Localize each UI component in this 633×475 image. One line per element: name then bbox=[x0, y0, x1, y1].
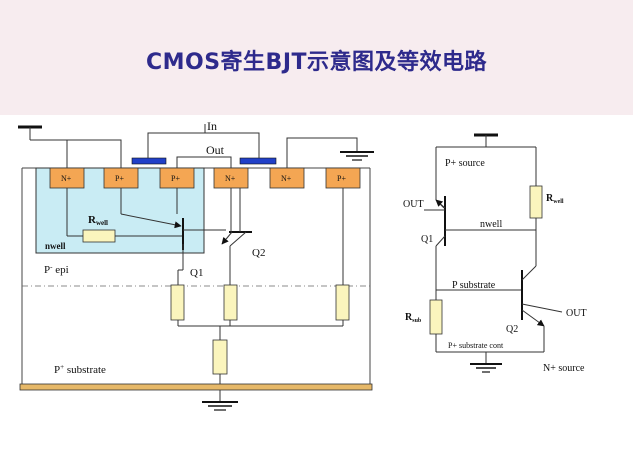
q2-label: Q2 bbox=[252, 247, 265, 259]
eq-q1-label: Q1 bbox=[421, 234, 433, 245]
rwell-resistor bbox=[82, 229, 116, 243]
page-title: CMOS寄生BJT示意图及等效电路 bbox=[145, 50, 488, 75]
q1-label: Q1 bbox=[190, 267, 203, 279]
eq-p-sub-cont-label: P+ substrate cont bbox=[448, 341, 504, 350]
diff-label-1: N+ bbox=[61, 174, 72, 183]
substrate-resistor-2 bbox=[223, 284, 238, 321]
diff-label-4: N+ bbox=[225, 174, 236, 183]
rwell-label: Rwell bbox=[88, 214, 108, 227]
gate-pmos bbox=[131, 157, 167, 165]
substrate-resistor-1 bbox=[170, 284, 185, 321]
eq-p-source-label: P+ source bbox=[445, 158, 485, 169]
eq-rwell-resistor bbox=[529, 185, 543, 219]
substrate-contact-bar bbox=[19, 383, 373, 391]
diff-label-2: P+ bbox=[115, 174, 124, 183]
substrate-resistor-4 bbox=[212, 339, 228, 375]
diff-label-6: P+ bbox=[337, 174, 346, 183]
eq-out-top-label: OUT bbox=[403, 199, 424, 210]
diff-label-3: P+ bbox=[171, 174, 180, 183]
eq-rwell-label: Rwell bbox=[546, 193, 564, 205]
in-label: In bbox=[207, 119, 217, 133]
eq-rsub-resistor bbox=[429, 299, 443, 335]
out-label: Out bbox=[206, 143, 225, 157]
eq-rsub-label: Rsub bbox=[405, 312, 422, 324]
eq-p-substrate-label: P substrate bbox=[452, 280, 496, 291]
header-band bbox=[0, 0, 633, 115]
eq-q2-label: Q2 bbox=[506, 324, 518, 335]
diff-label-5: N+ bbox=[281, 174, 292, 183]
eq-n-source-label: N+ source bbox=[543, 363, 585, 374]
nwell-label: nwell bbox=[45, 241, 66, 251]
equivalent-circuit bbox=[424, 133, 563, 373]
p-epi-label: P- epi bbox=[44, 263, 69, 276]
eq-nwell-label: nwell bbox=[480, 219, 502, 230]
cross-section bbox=[18, 124, 374, 411]
gate-nmos bbox=[239, 157, 277, 165]
p-substrate-label: P+ substrate bbox=[54, 363, 106, 376]
substrate-resistor-3 bbox=[335, 284, 350, 321]
eq-out-bottom-label: OUT bbox=[566, 308, 587, 319]
